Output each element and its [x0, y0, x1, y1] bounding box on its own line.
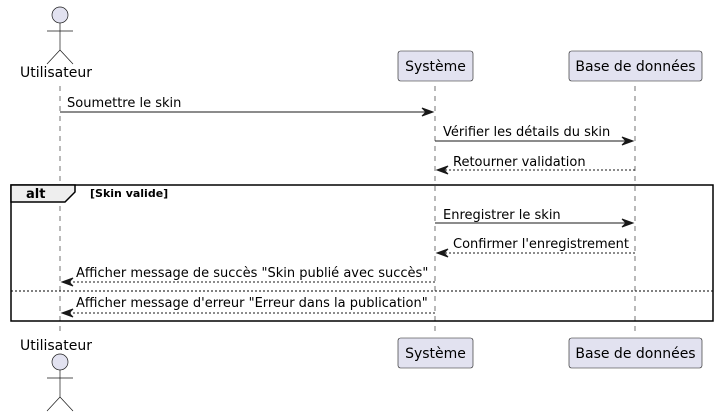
message-verify-details: Vérifier les détails du skin	[435, 125, 635, 146]
arrowhead-icon	[621, 218, 635, 228]
message-label: Soumettre le skin	[67, 96, 181, 111]
participant-system-bottom: Système	[397, 337, 474, 369]
fragment-frame	[10, 184, 714, 322]
participant-label: Système	[405, 59, 466, 75]
message-show-error: Afficher message d'erreur "Erreur dans l…	[60, 296, 435, 318]
actor-user-bottom: Utilisateur	[20, 338, 92, 412]
alt-fragment: alt [Skin valide]	[10, 184, 714, 322]
message-label: Vérifier les détails du skin	[443, 125, 610, 140]
participant-box	[568, 337, 703, 369]
arrowhead-icon	[421, 107, 435, 117]
message-submit-skin: Soumettre le skin	[60, 96, 435, 117]
participant-label: Base de données	[575, 346, 695, 362]
participant-db-bottom: Base de données	[568, 337, 703, 369]
message-label: Enregistrer le skin	[443, 208, 561, 223]
arrowhead-icon	[60, 277, 74, 287]
message-save-skin: Enregistrer le skin	[435, 208, 635, 228]
participant-label: Système	[405, 346, 466, 362]
fragment-header	[10, 184, 76, 203]
fragment-guard: [Skin valide]	[90, 187, 168, 200]
arrowhead-icon	[60, 308, 74, 318]
actor-label: Utilisateur	[20, 338, 92, 354]
actor-icon	[46, 6, 74, 65]
arrowhead-icon	[435, 248, 449, 258]
participant-label: Base de données	[575, 59, 695, 75]
participant-box	[568, 50, 703, 82]
fragment-keyword: alt	[26, 187, 45, 202]
arrowhead-icon	[435, 165, 449, 175]
participant-box	[397, 50, 474, 82]
message-return-validation: Retourner validation	[435, 155, 635, 175]
message-confirm-save: Confirmer l'enregistrement	[435, 237, 635, 258]
arrowhead-icon	[621, 136, 635, 146]
message-label: Afficher message de succès "Skin publié …	[76, 266, 428, 281]
participant-system-top: Système	[397, 50, 474, 82]
actor-icon	[46, 353, 74, 412]
participant-db-top: Base de données	[568, 50, 703, 82]
message-label: Retourner validation	[453, 155, 586, 170]
message-show-success: Afficher message de succès "Skin publié …	[60, 266, 435, 287]
participant-box	[397, 337, 474, 369]
actor-user-top: Utilisateur	[20, 6, 92, 81]
message-label: Afficher message d'erreur "Erreur dans l…	[76, 296, 428, 311]
message-label: Confirmer l'enregistrement	[453, 237, 629, 252]
actor-label: Utilisateur	[20, 65, 92, 81]
